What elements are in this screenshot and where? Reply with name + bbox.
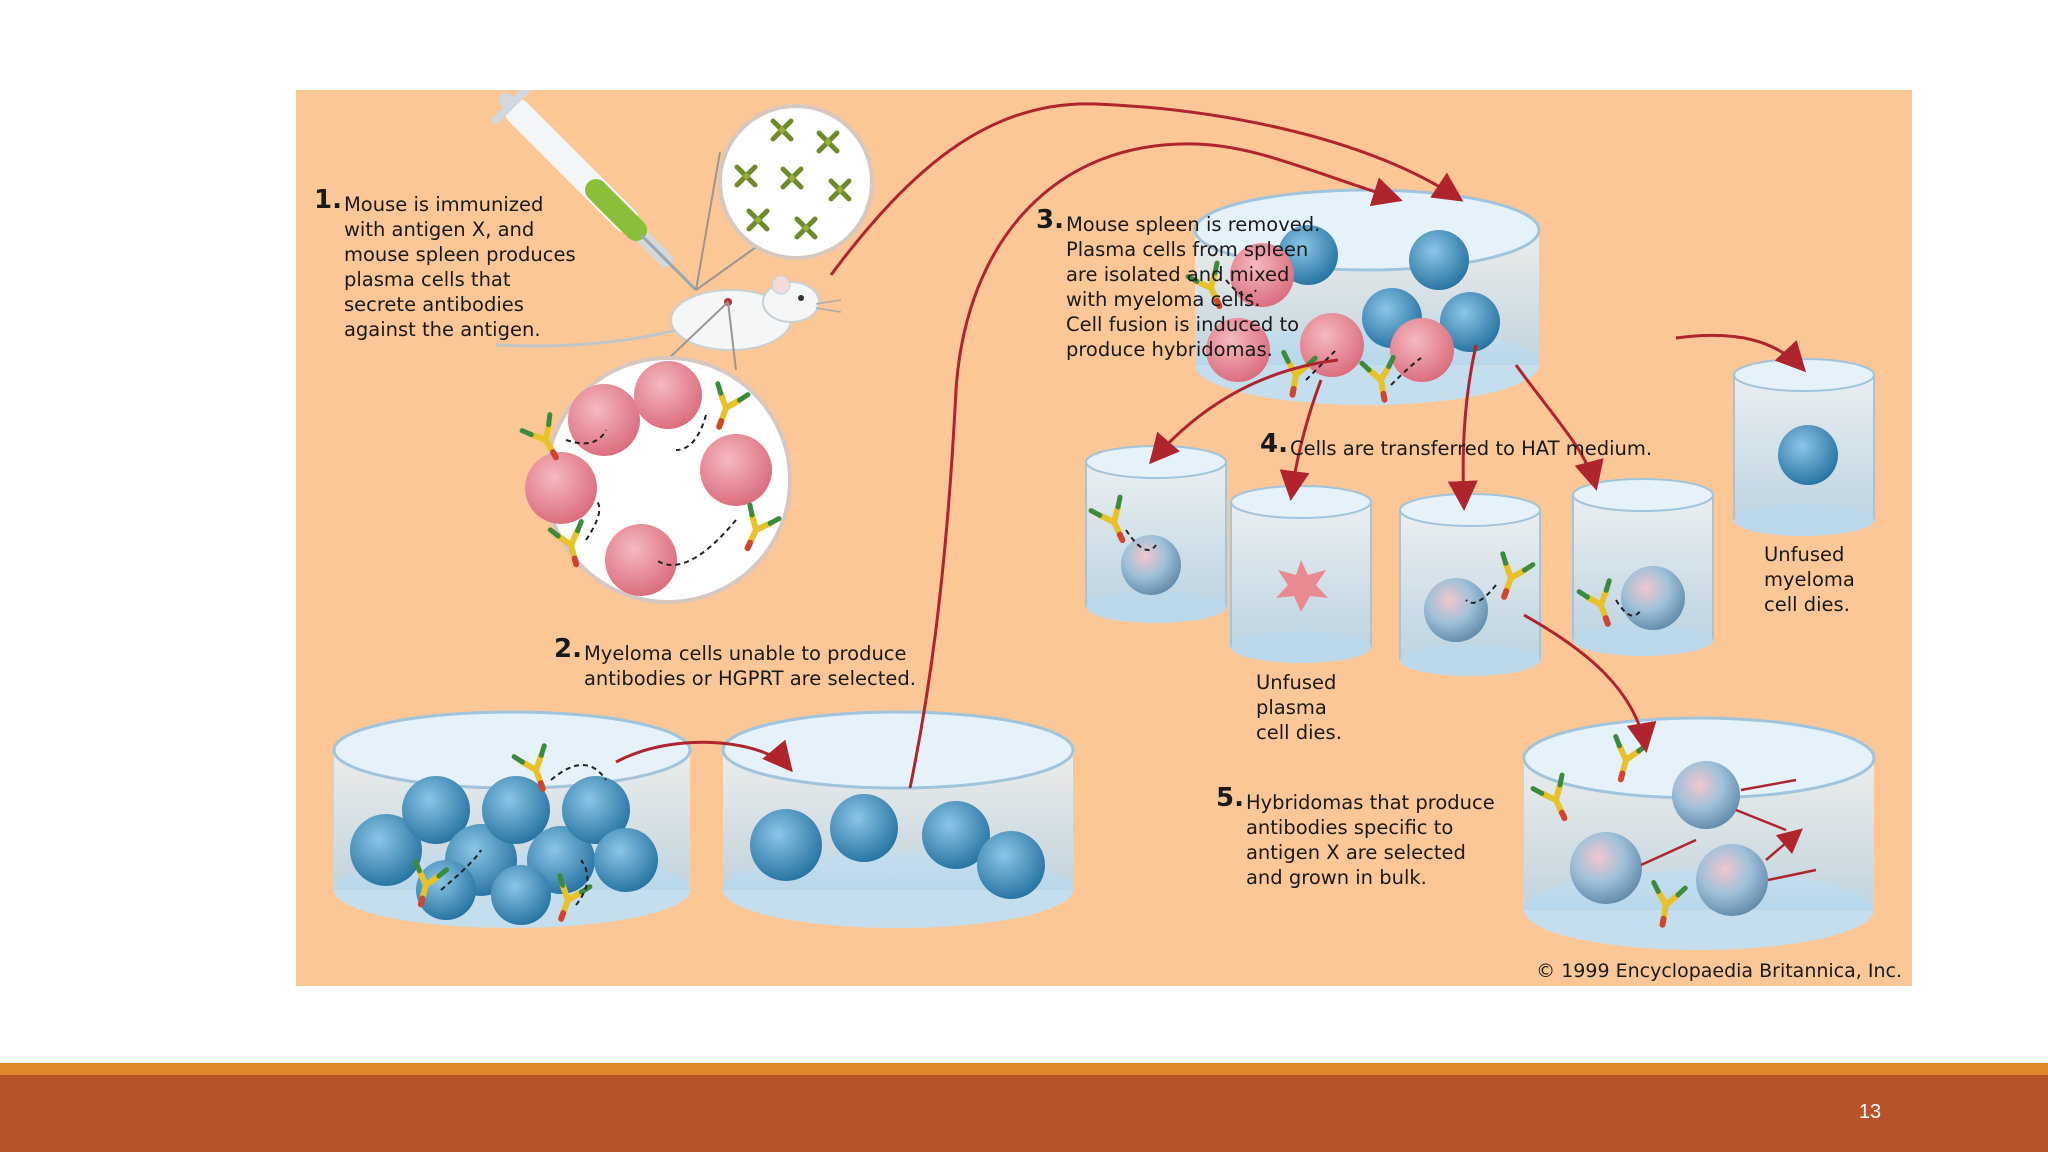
myeloma-beaker — [1733, 358, 1875, 536]
process-arrows — [615, 102, 1807, 789]
footer-accent-bar — [0, 1063, 2048, 1075]
diagram-graphics — [296, 90, 1912, 986]
mouse-icon — [495, 275, 842, 351]
fusion-dish — [1188, 188, 1541, 405]
myeloma-dish-selected — [721, 710, 1075, 928]
step-1-number: 1. — [314, 185, 342, 215]
step-3-number: 3. — [1036, 205, 1064, 235]
hat-beaker-1 — [1085, 445, 1227, 623]
step-4-label: 4.Cells are transferred to HAT medium. — [1260, 429, 1653, 461]
hat-beaker-2 — [1230, 485, 1372, 663]
step-2-label: 2.Myeloma cells unable to produce antibo… — [554, 634, 916, 691]
footer-bar — [0, 1075, 2048, 1152]
step-2-text: Myeloma cells unable to produce antibodi… — [583, 642, 916, 690]
step-1-text: Mouse is immunized with antigen X, and m… — [343, 193, 576, 341]
antigen-magnified-circle — [718, 104, 874, 260]
bulk-growth-dish — [1522, 716, 1876, 950]
step-5-label: 5.Hybridomas that produce antibodies spe… — [1216, 783, 1495, 890]
plasma-cells-magnified-circle — [522, 356, 792, 604]
step-2-number: 2. — [554, 634, 582, 664]
page-number: 13 — [1858, 1101, 1882, 1123]
step-4-text: Cells are transferred to HAT medium. — [1289, 437, 1653, 460]
step-1-label: 1.Mouse is immunized with antigen X, and… — [314, 185, 576, 342]
hat-beaker-4 — [1572, 478, 1714, 656]
hat-beaker-3 — [1399, 493, 1541, 676]
step-3-label: 3.Mouse spleen is removed. Plasma cells … — [1036, 205, 1321, 362]
hybridoma-diagram: 1.Mouse is immunized with antigen X, and… — [296, 90, 1912, 986]
step-3-text: Mouse spleen is removed. Plasma cells fr… — [1065, 213, 1321, 361]
copyright-notice: © 1999 Encyclopaedia Britannica, Inc. — [1536, 960, 1902, 982]
step-4-number: 4. — [1260, 429, 1288, 459]
syringe-icon — [492, 90, 698, 292]
step-5-text: Hybridomas that produce antibodies speci… — [1245, 791, 1495, 889]
myeloma-dish-initial — [332, 710, 692, 928]
unfused-myeloma-note: Unfused myeloma cell dies. — [1764, 543, 1855, 616]
step-5-number: 5. — [1216, 783, 1244, 813]
unfused-plasma-note: Unfused plasma cell dies. — [1256, 671, 1342, 744]
